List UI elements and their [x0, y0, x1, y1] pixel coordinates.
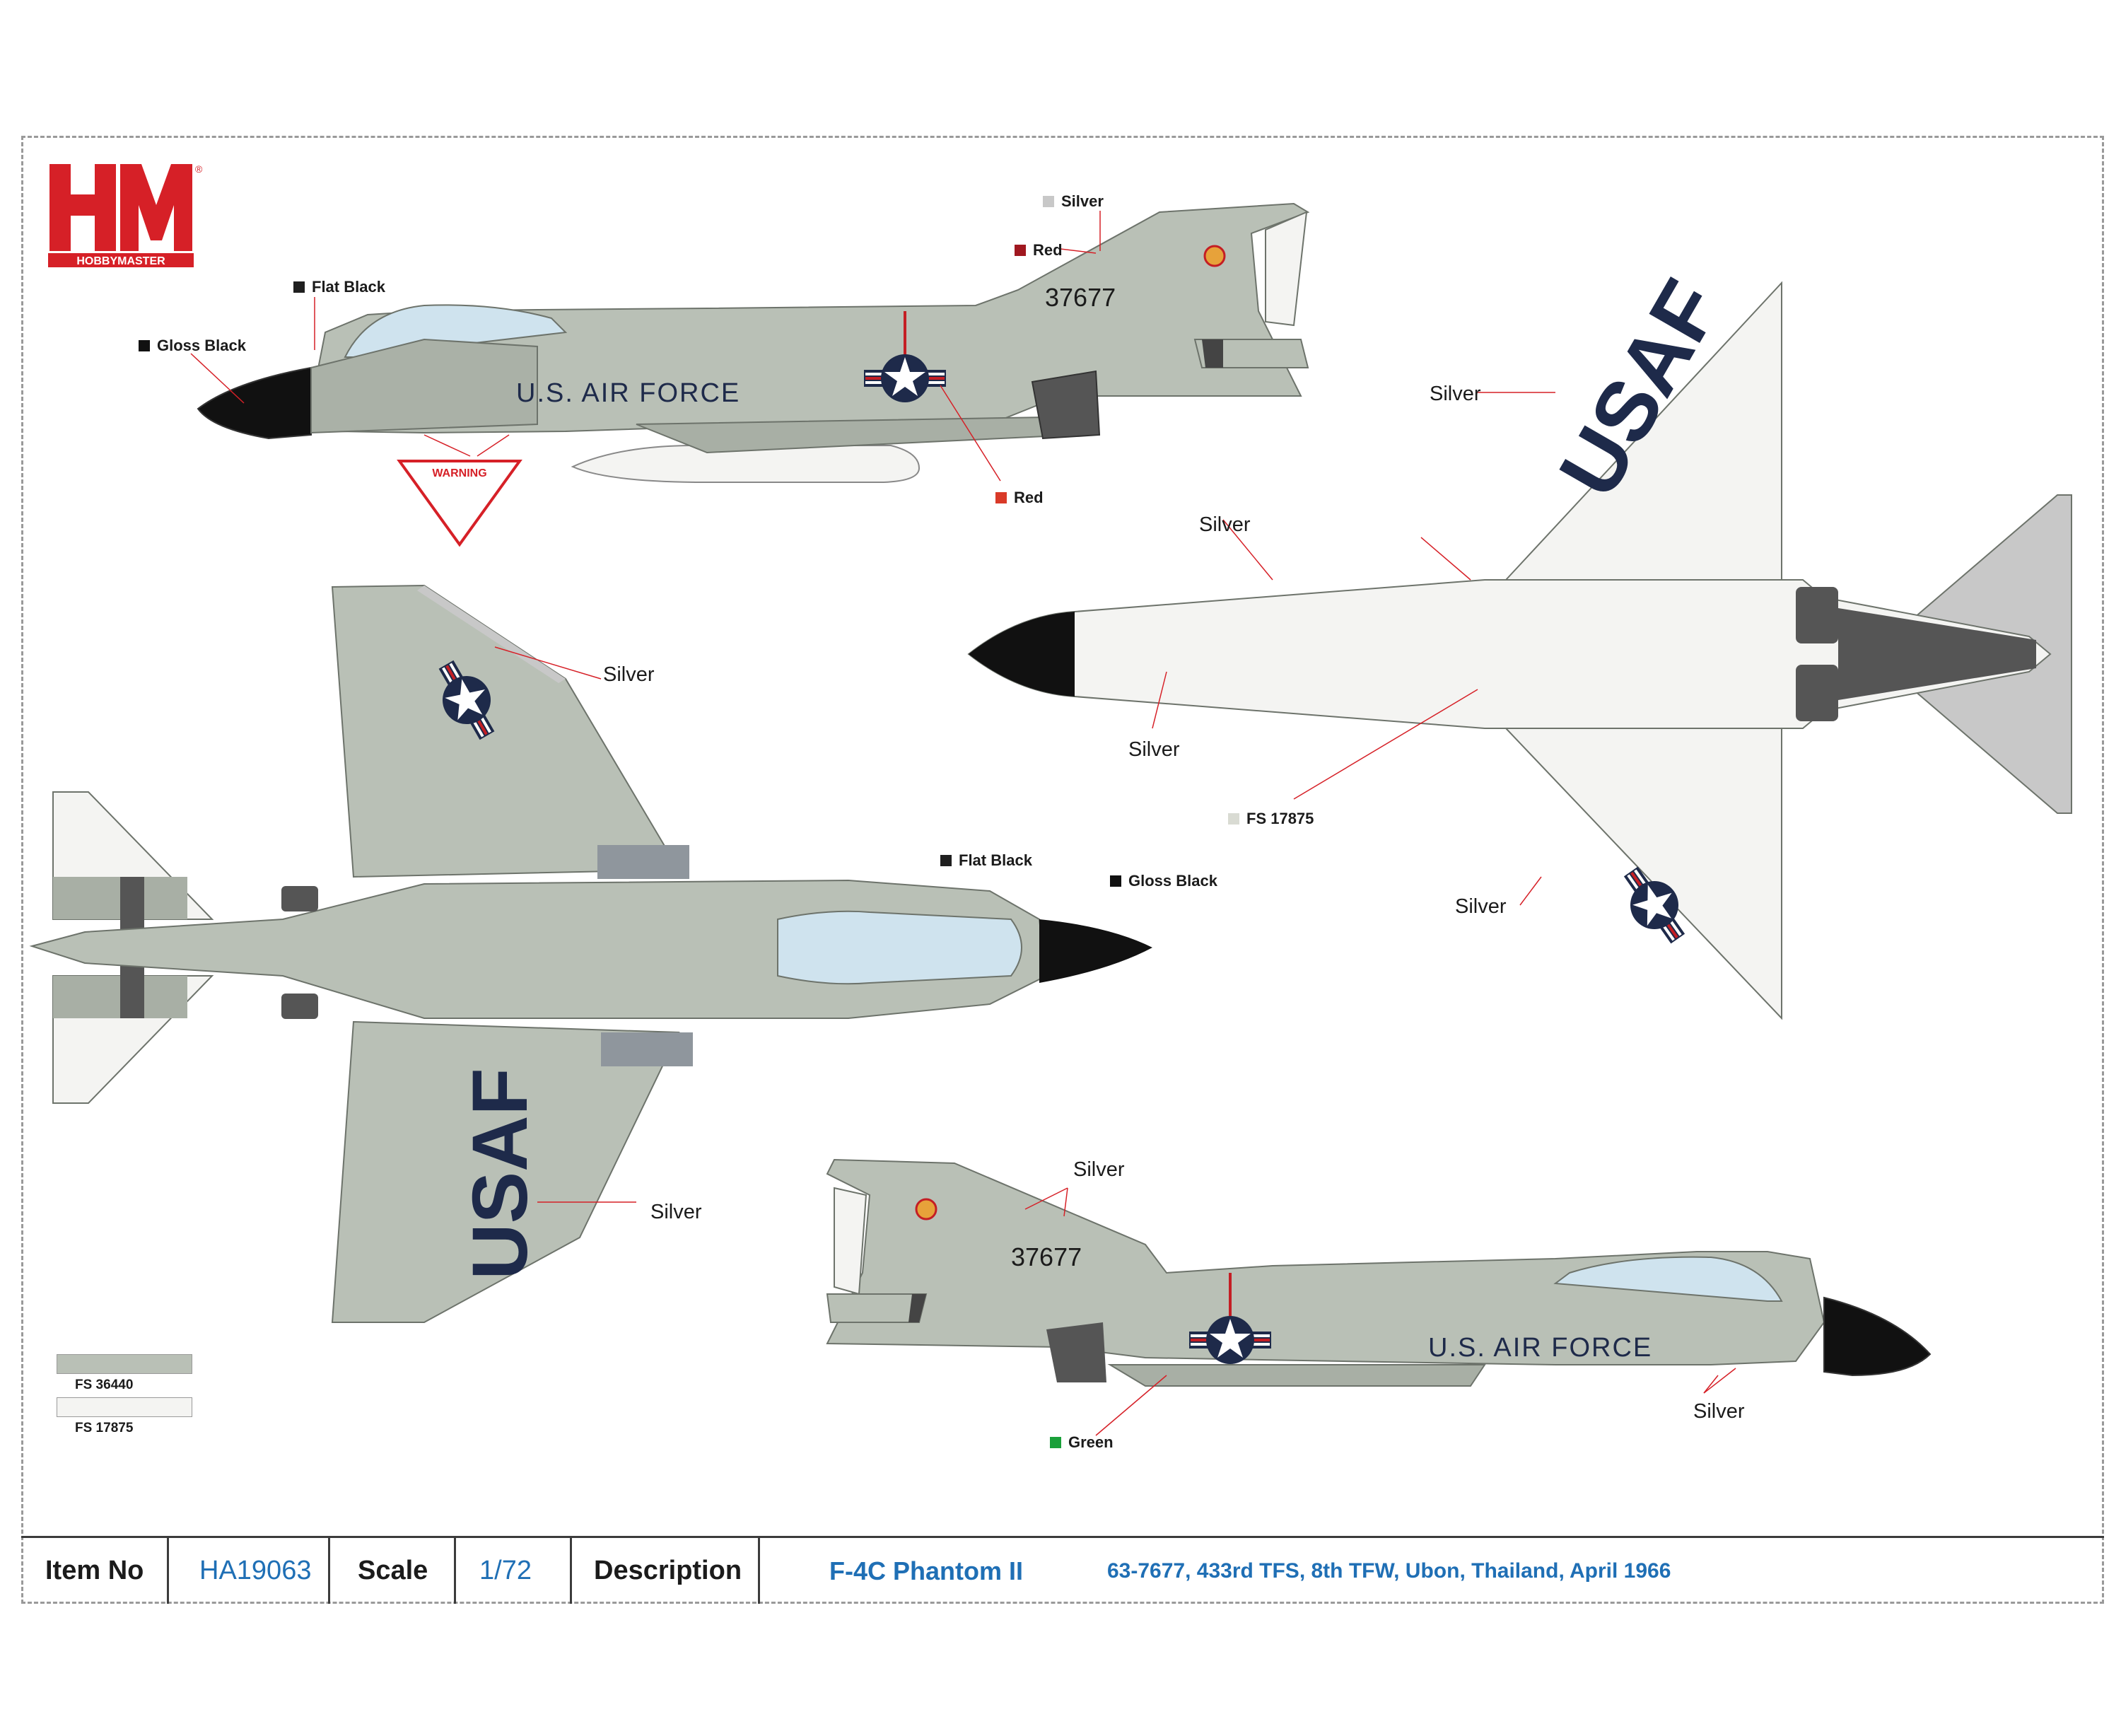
- callout-text: Red: [1033, 241, 1063, 259]
- item-no-value: HA19063: [199, 1556, 312, 1585]
- legend-label-fs36440: FS 36440: [75, 1377, 134, 1392]
- right-serial: 37677: [1011, 1242, 1082, 1271]
- scale-value: 1/72: [479, 1556, 532, 1585]
- callout-silver-top-lower-wing: Silver: [650, 1201, 702, 1223]
- legend-label-fs17875: FS 17875: [75, 1421, 134, 1435]
- callout-text: Flat Black: [312, 278, 385, 296]
- radome: [197, 366, 312, 440]
- callout-fs17875-bottom: FS 17875: [1228, 811, 1314, 827]
- callout-gloss-black-mid: Gloss Black: [1110, 873, 1217, 889]
- callout-silver-bottom-intake: Silver: [1199, 513, 1251, 536]
- item-no-label: Item No: [45, 1556, 144, 1585]
- model-title: F-4C Phantom II: [829, 1556, 1024, 1585]
- callout-red-insignia: Red: [995, 490, 1044, 506]
- callout-silver-tail: Silver: [1043, 194, 1104, 209]
- callout-text: Green: [1068, 1433, 1114, 1451]
- under-radome: [969, 612, 1075, 697]
- swatch-gloss-black: [1110, 875, 1121, 887]
- side-profile-left: U.S. AIR FORCE 37677 WARNING: [190, 202, 1310, 547]
- side-profile-right: 37677 U.S. AIR FORCE: [826, 1158, 1932, 1436]
- swatch-silver: [1043, 196, 1054, 207]
- legend-swatch-fs17875: [57, 1397, 192, 1417]
- top-radome: [1039, 919, 1152, 983]
- swatch-flat-black: [940, 855, 952, 866]
- model-subtitle: 63-7677, 433rd TFS, 8th TFW, Ubon, Thail…: [1107, 1559, 1671, 1583]
- bottom-view: USAF: [967, 265, 2072, 1020]
- callout-silver-bottom-wing-top: Silver: [1430, 383, 1481, 405]
- top-view: USAF: [29, 584, 1152, 1323]
- callout-flat-black-top: Flat Black: [293, 279, 385, 295]
- drop-tank: [571, 444, 921, 483]
- callout-text: FS 17875: [1246, 810, 1314, 827]
- divider: [570, 1538, 572, 1604]
- callout-text: Silver: [1061, 192, 1104, 210]
- swatch-red: [995, 492, 1007, 503]
- description-label-cell: Description: [594, 1538, 742, 1604]
- tail-serial: 37677: [1045, 283, 1116, 312]
- callout-text: Gloss Black: [1128, 872, 1217, 890]
- hobbymaster-logo: HOBBYMASTER ®: [48, 163, 203, 267]
- lower-wing: [331, 1020, 680, 1323]
- callout-flat-black-mid: Flat Black: [940, 853, 1032, 868]
- info-footer: Item No HA19063 Scale 1/72 Description F…: [21, 1536, 2104, 1604]
- top-canopy: [777, 910, 1022, 985]
- divider: [454, 1538, 456, 1604]
- swatch-green: [1050, 1437, 1061, 1448]
- divider: [758, 1538, 760, 1604]
- callout-silver-right-belly: Silver: [1693, 1400, 1745, 1423]
- under-wing-lower: [1504, 728, 1782, 1020]
- upper-wing: [331, 584, 680, 878]
- swatch-fs17875: [1228, 813, 1239, 825]
- callout-silver-bottom-wing-low: Silver: [1455, 895, 1507, 918]
- divider: [328, 1538, 330, 1604]
- callout-silver-top-wing: Silver: [603, 663, 655, 686]
- right-canopy: [1553, 1256, 1783, 1302]
- right-radome: [1823, 1296, 1932, 1377]
- description-label: Description: [594, 1556, 742, 1585]
- scale-label: Scale: [358, 1556, 428, 1585]
- scale-label-cell: Scale: [358, 1538, 428, 1604]
- logo-registered: ®: [195, 163, 203, 175]
- callout-text: Gloss Black: [157, 337, 246, 354]
- warning-title: WARNING: [432, 467, 486, 479]
- swatch-red: [1015, 245, 1026, 256]
- callout-gloss-black-top: Gloss Black: [139, 338, 246, 354]
- legend-swatch-fs36440: [57, 1354, 192, 1374]
- canopy: [344, 304, 568, 358]
- right-usaf-text: U.S. AIR FORCE: [1428, 1333, 1652, 1363]
- callout-green: Green: [1050, 1435, 1114, 1450]
- callout-silver-bottom-nose: Silver: [1128, 738, 1180, 761]
- item-no-label-cell: Item No: [45, 1538, 144, 1604]
- top-wing-usaf: USAF: [457, 1068, 544, 1279]
- fuselage-usaf-text: U.S. AIR FORCE: [516, 378, 740, 408]
- drawing-sheet-border: [21, 136, 2104, 1604]
- logo-wordmark: HOBBYMASTER: [76, 255, 165, 267]
- divider: [167, 1538, 169, 1604]
- callout-silver-right-tail: Silver: [1073, 1158, 1125, 1181]
- swatch-gloss-black: [139, 340, 150, 351]
- callout-red-tail: Red: [1015, 243, 1063, 258]
- scale-cell: 1/72: [479, 1538, 532, 1604]
- warning-triangle: [397, 460, 522, 547]
- subtitle-cell: 63-7677, 433rd TFS, 8th TFW, Ubon, Thail…: [1107, 1538, 1671, 1604]
- title-cell: F-4C Phantom II: [829, 1538, 1023, 1604]
- callout-text: Red: [1014, 489, 1044, 506]
- item-no-cell: HA19063: [199, 1538, 311, 1604]
- right-fuselage: [826, 1158, 1825, 1365]
- swatch-flat-black: [293, 281, 305, 293]
- callout-text: Flat Black: [959, 851, 1032, 869]
